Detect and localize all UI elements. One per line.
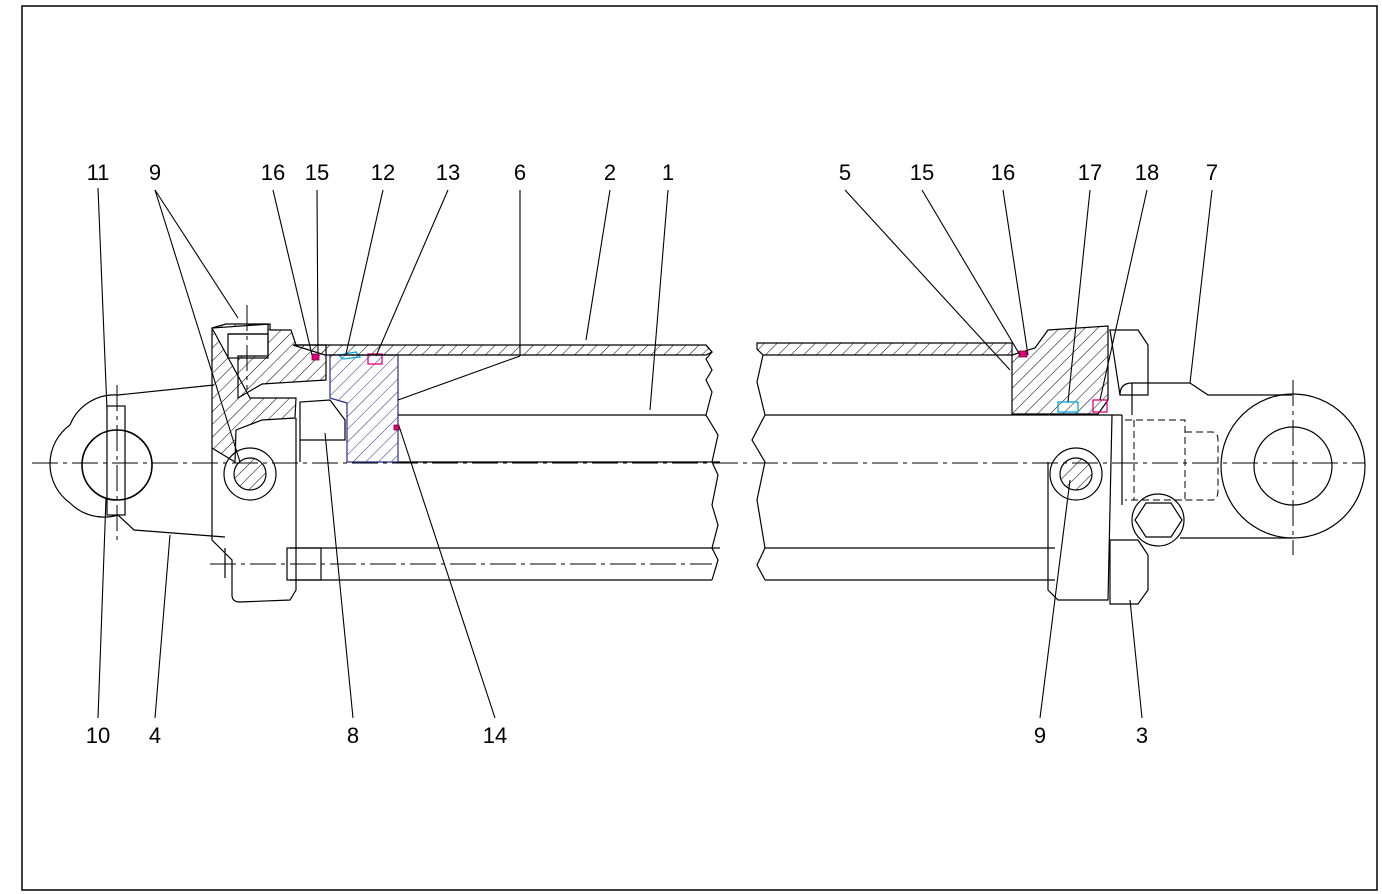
rod-eye — [1119, 380, 1366, 555]
seal-14 — [393, 424, 400, 431]
callout-14: 14 — [483, 723, 507, 748]
callout-labels-top: 11 9 16 15 12 13 6 2 1 5 15 16 17 18 7 — [87, 160, 1219, 185]
barrel-right — [751, 342, 1122, 581]
callout-10: 10 — [86, 723, 110, 748]
callout-4: 4 — [149, 723, 161, 748]
seal-15-right — [1018, 350, 1028, 358]
cap-port-fitting — [299, 399, 346, 462]
callout-5: 5 — [839, 160, 851, 185]
callout-17: 17 — [1078, 160, 1102, 185]
callout-15-right: 15 — [910, 160, 934, 185]
drawing-frame — [21, 5, 1378, 891]
leader-lines — [97, 187, 1213, 719]
callout-12: 12 — [371, 160, 395, 185]
callout-16-right: 16 — [991, 160, 1015, 185]
callout-18: 18 — [1135, 160, 1159, 185]
barrel-left — [210, 344, 720, 581]
callout-1: 1 — [662, 160, 674, 185]
callout-6: 6 — [514, 160, 526, 185]
callout-2: 2 — [604, 160, 616, 185]
callout-7: 7 — [1206, 160, 1218, 185]
lock-nut — [1109, 329, 1185, 605]
left-clevis-eye — [49, 384, 226, 543]
callout-13: 13 — [436, 160, 460, 185]
callout-9-right: 9 — [1034, 723, 1046, 748]
callout-8: 8 — [347, 723, 359, 748]
callout-15-left: 15 — [305, 160, 329, 185]
callout-9-left: 9 — [149, 160, 161, 185]
callout-labels-bottom: 10 4 8 14 9 3 — [86, 723, 1148, 748]
callout-16-left: 16 — [261, 160, 285, 185]
seal-15-left — [311, 353, 320, 361]
callout-3: 3 — [1136, 723, 1148, 748]
callout-11: 11 — [87, 160, 110, 185]
cap-end-head — [211, 305, 327, 603]
rod-end-head — [1011, 325, 1113, 601]
